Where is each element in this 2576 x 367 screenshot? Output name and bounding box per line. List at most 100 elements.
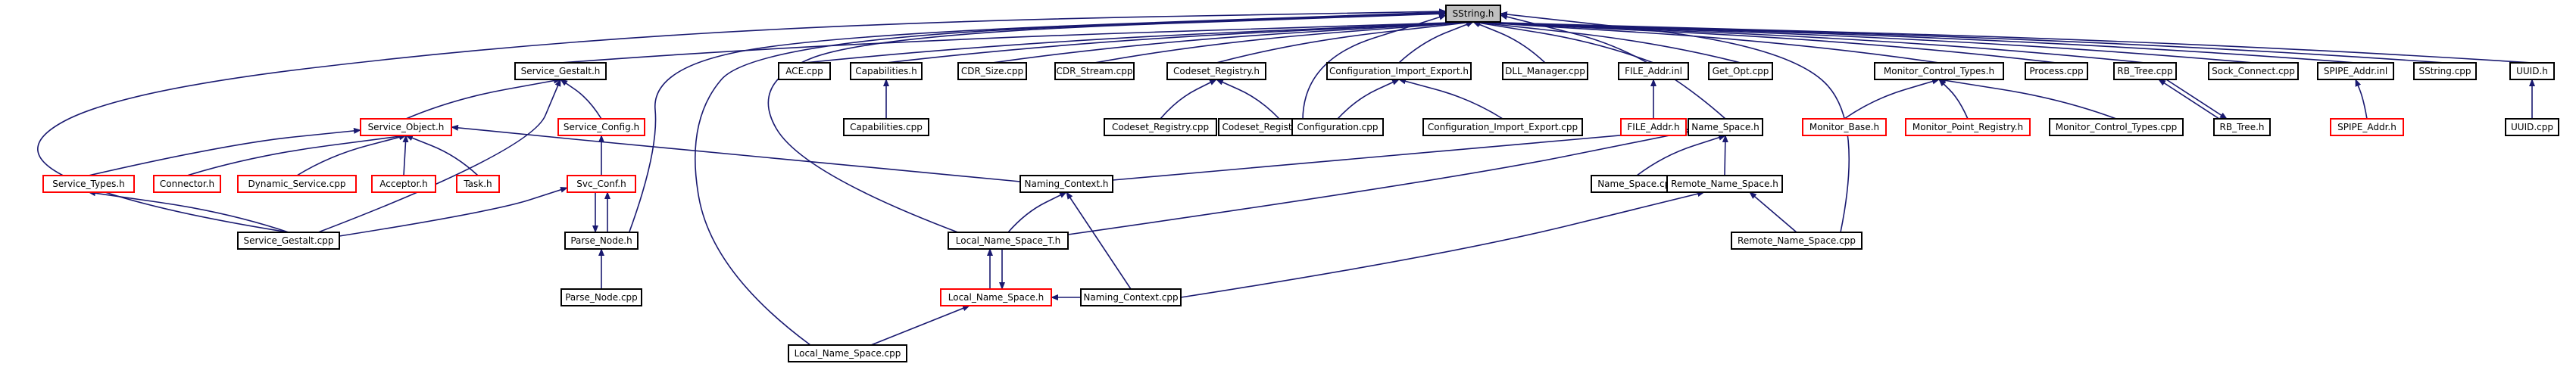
node-parse-node-h[interactable]: Parse_Node.h — [564, 232, 639, 250]
edge-dll-manager-cpp-to-sstring-h — [1472, 21, 1546, 64]
node-box — [1054, 62, 1135, 80]
edge-spipe-addr-inl-to-sstring-h — [1472, 19, 2356, 64]
node-ace-cpp[interactable]: ACE.cpp — [778, 62, 831, 80]
node-local-name-space-h[interactable]: Local_Name_Space.h — [940, 288, 1052, 306]
node-box — [948, 232, 1069, 250]
node-cdr-stream-cpp[interactable]: CDR_Stream.cpp — [1054, 62, 1135, 80]
node-file-addr-inl[interactable]: FILE_Addr.inl — [1618, 62, 1689, 80]
edge-configuration-cpp-to-configuration-import-export-h — [1337, 79, 1400, 120]
node-label: Configuration_Import_Export.h — [1329, 66, 1469, 76]
node-spipe-addr-h[interactable]: SPIPE_Addr.h — [2330, 118, 2404, 136]
edge-configuration-cpp-to-sstring-h — [1302, 14, 1447, 121]
node-box — [371, 175, 436, 193]
node-rb-tree-cpp[interactable]: RB_Tree.cpp — [2113, 62, 2177, 80]
node-label: Service_Gestalt.h — [521, 66, 601, 76]
edge-rb-tree-h-to-rb-tree-cpp — [2158, 79, 2220, 120]
node-remote-name-space-h[interactable]: Remote_Name_Space.h — [1666, 175, 1783, 193]
node-monitor-control-types-cpp[interactable]: Monitor_Control_Types.cpp — [2049, 118, 2184, 136]
edge-process-cpp-to-sstring-h — [1472, 19, 2057, 64]
node-dll-manager-cpp[interactable]: DLL_Manager.cpp — [1502, 62, 1588, 80]
node-box — [2208, 62, 2299, 80]
node-monitor-control-types-h[interactable]: Monitor_Control_Types.h — [1874, 62, 2004, 80]
node-configuration-cpp[interactable]: Configuration.cpp — [1291, 118, 1384, 136]
node-label: Sock_Connect.cpp — [2212, 66, 2295, 76]
edge-monitor-control-types-cpp-to-monitor-control-types-h — [1938, 77, 2117, 120]
node-label: Remote_Name_Space.cpp — [1738, 235, 1856, 246]
node-box — [2213, 118, 2271, 136]
node-service-object-h[interactable]: Service_Object.h — [360, 118, 452, 136]
node-dynamic-service-cpp[interactable]: Dynamic_Service.cpp — [237, 175, 357, 193]
node-box — [1620, 118, 1687, 136]
node-box — [514, 62, 607, 80]
node-configuration-import-export-cpp[interactable]: Configuration_Import_Export.cpp — [1422, 118, 1583, 136]
node-uuid-h[interactable]: UUID.h — [2509, 62, 2555, 80]
node-label: Process.cpp — [2029, 66, 2083, 76]
node-box — [2025, 62, 2088, 80]
node-box — [1019, 175, 1113, 193]
edge-connector-h-to-service-object-h — [186, 133, 407, 176]
node-local-name-space-t-h[interactable]: Local_Name_Space_T.h — [948, 232, 1069, 250]
node-label: DLL_Manager.cpp — [1505, 66, 1585, 76]
node-label: Svc_Conf.h — [576, 179, 626, 189]
node-naming-context-h[interactable]: Naming_Context.h — [1019, 175, 1113, 193]
edge-local-name-space-cpp-to-local-name-space-h — [870, 305, 970, 346]
edge-acceptor-h-to-service-object-h — [402, 135, 409, 176]
node-service-gestalt-cpp[interactable]: Service_Gestalt.cpp — [237, 232, 340, 250]
node-label: Service_Config.h — [564, 122, 639, 132]
node-label: CDR_Size.cpp — [961, 66, 1023, 76]
node-local-name-space-cpp[interactable]: Local_Name_Space.cpp — [788, 344, 907, 362]
edge-rb-tree-cpp-to-sstring-h — [1472, 19, 2146, 64]
node-configuration-import-export-h[interactable]: Configuration_Import_Export.h — [1326, 62, 1472, 80]
node-label: Remote_Name_Space.h — [1671, 179, 1778, 189]
node-label: Service_Types.h — [52, 179, 125, 189]
node-task-h[interactable]: Task.h — [456, 175, 500, 193]
node-process-cpp[interactable]: Process.cpp — [2025, 62, 2088, 80]
node-service-gestalt-h[interactable]: Service_Gestalt.h — [514, 62, 607, 80]
node-codeset-registry-h[interactable]: Codeset_Registry.h — [1166, 62, 1266, 80]
node-box — [1666, 175, 1783, 193]
node-sstring-cpp[interactable]: SString.cpp — [2413, 62, 2477, 80]
node-connector-h[interactable]: Connector.h — [153, 175, 221, 193]
node-svc-conf-h[interactable]: Svc_Conf.h — [567, 175, 636, 193]
node-remote-name-space-cpp[interactable]: Remote_Name_Space.cpp — [1731, 232, 1863, 250]
node-box — [456, 175, 500, 193]
node-get-opt-cpp[interactable]: Get_Opt.cpp — [1708, 62, 1773, 80]
node-box — [1080, 288, 1182, 306]
node-name-space-h[interactable]: Name_Space.h — [1688, 118, 1763, 136]
node-acceptor-h[interactable]: Acceptor.h — [371, 175, 436, 193]
node-parse-node-cpp[interactable]: Parse_Node.cpp — [560, 288, 642, 306]
edge-uuid-h-to-sstring-h — [1472, 19, 2533, 64]
node-rb-tree-h[interactable]: RB_Tree.h — [2213, 118, 2271, 136]
edge-configuration-import-export-cpp-to-configuration-import-export-h — [1398, 78, 1503, 120]
node-capabilities-h[interactable]: Capabilities.h — [850, 62, 923, 80]
node-spipe-addr-inl[interactable]: SPIPE_Addr.inl — [2317, 62, 2394, 80]
node-label: Naming_Context.cpp — [1083, 292, 1178, 303]
node-label: Name_Space.cpp — [1597, 179, 1676, 189]
edge-service-object-h-to-service-gestalt-h — [405, 77, 561, 120]
node-uuid-cpp[interactable]: UUID.cpp — [2505, 118, 2559, 136]
node-file-addr-h[interactable]: FILE_Addr.h — [1620, 118, 1687, 136]
node-label: Naming_Context.h — [1024, 179, 1108, 189]
node-service-types-h[interactable]: Service_Types.h — [42, 175, 135, 193]
node-naming-context-cpp[interactable]: Naming_Context.cpp — [1080, 288, 1182, 306]
node-service-config-h[interactable]: Service_Config.h — [557, 118, 645, 136]
node-name-space-cpp[interactable]: Name_Space.cpp — [1591, 175, 1683, 193]
node-label: Configuration.cpp — [1297, 122, 1378, 132]
edge-name-space-cpp-to-name-space-h — [1636, 134, 1726, 176]
node-label: Monitor_Control_Types.cpp — [2056, 122, 2177, 132]
node-box — [1708, 62, 1773, 80]
node-box — [2505, 118, 2559, 136]
node-capabilities-cpp[interactable]: Capabilities.cpp — [843, 118, 929, 136]
node-label: Monitor_Base.h — [1809, 122, 1879, 132]
node-label: SString.cpp — [2418, 66, 2471, 76]
edge-remote-name-space-cpp-to-sstring-h — [1500, 11, 1850, 233]
node-label: Codeset_Registry.h — [1173, 66, 1260, 76]
node-monitor-point-registry-h[interactable]: Monitor_Point_Registry.h — [1905, 118, 2031, 136]
edge-codeset-registry-h-to-sstring-h — [1216, 20, 1474, 64]
node-monitor-base-h[interactable]: Monitor_Base.h — [1802, 118, 1887, 136]
node-sock-connect-cpp[interactable]: Sock_Connect.cpp — [2208, 62, 2299, 80]
node-cdr-size-cpp[interactable]: CDR_Size.cpp — [957, 62, 1027, 80]
node-codeset-registry-cpp[interactable]: Codeset_Registry.cpp — [1104, 118, 1217, 136]
node-label: Monitor_Control_Types.h — [1884, 66, 1994, 76]
node-box — [1502, 62, 1588, 80]
